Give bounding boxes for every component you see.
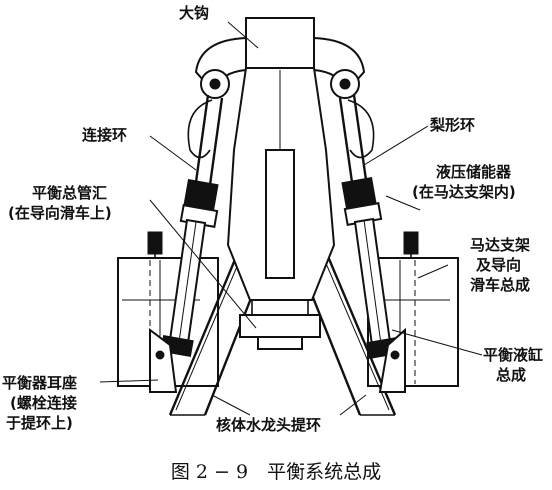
label-manifold-line2: (在导向滑车上) bbox=[8, 204, 112, 222]
label-link-ring: 连接环 bbox=[82, 126, 127, 144]
label-cylinder-line1: 平衡液缸 bbox=[483, 346, 543, 364]
label-hook: 大钩 bbox=[179, 4, 209, 22]
label-ear-seat-line2: (螺栓连接 bbox=[10, 394, 77, 412]
label-accumulator-line1: 液压储能器 bbox=[436, 163, 512, 181]
label-accumulator-line2: (在马达支架内) bbox=[412, 183, 516, 201]
label-manifold-line1: 平衡总管汇 bbox=[32, 184, 107, 202]
label-motor-line2: 及导向 bbox=[476, 256, 521, 274]
balance-cylinder-left bbox=[147, 94, 224, 393]
label-motor-line1: 马达支架 bbox=[470, 236, 530, 254]
big-hook bbox=[194, 17, 366, 350]
figure-caption: 图 2 − 9 平衡系统总成 bbox=[171, 461, 381, 483]
label-ear-seat-line3: 于提环上) bbox=[6, 414, 73, 432]
balance-cylinder-right bbox=[338, 94, 419, 393]
leader-lines bbox=[99, 21, 483, 416]
pear-ring-right bbox=[347, 99, 375, 159]
label-pear-ring: 梨形环 bbox=[429, 116, 475, 134]
label-swivel-bail: 核体水龙头提环 bbox=[216, 416, 321, 434]
label-ear-seat-line1: 平衡器耳座 bbox=[2, 374, 77, 392]
label-cylinder-line2: 总成 bbox=[496, 366, 526, 384]
label-motor-line3: 滑车总成 bbox=[470, 276, 530, 294]
link-ring-left bbox=[187, 99, 213, 159]
